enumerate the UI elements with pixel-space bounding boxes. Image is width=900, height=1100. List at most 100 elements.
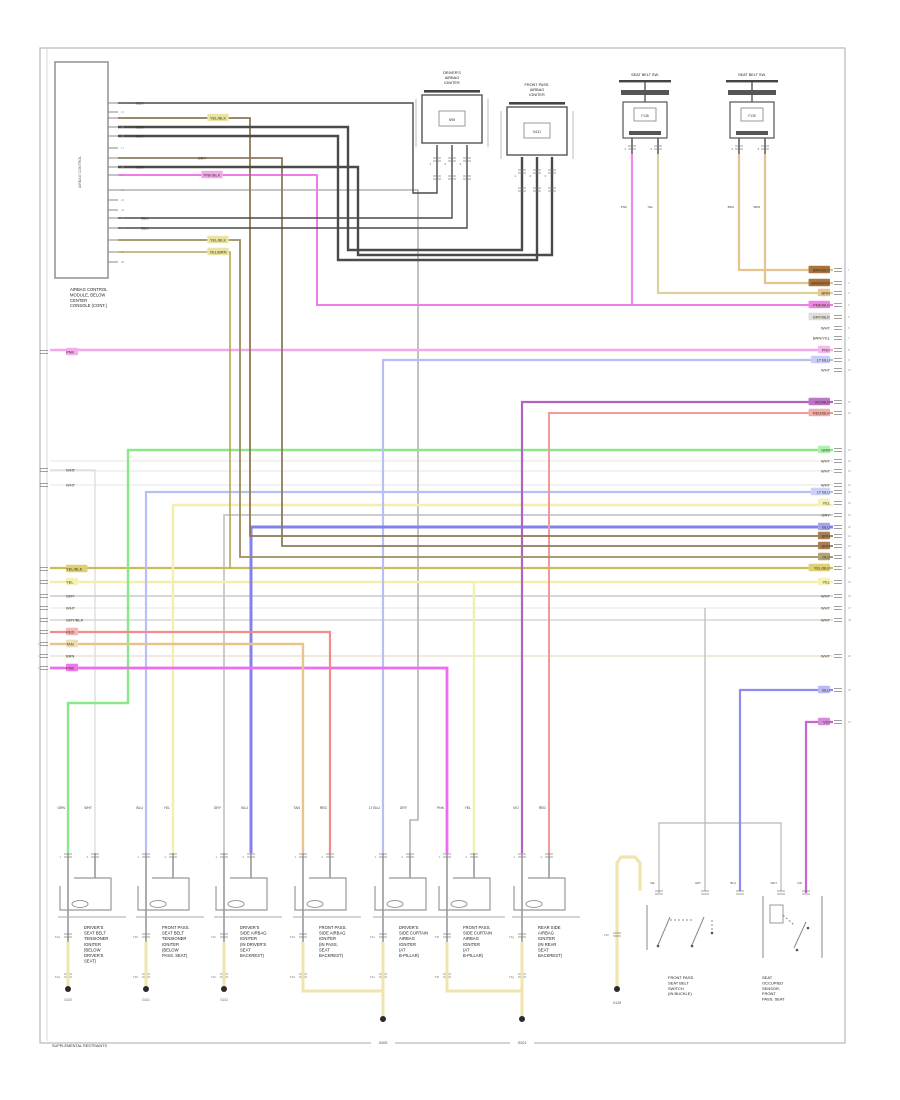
component-label-line: BACKREST) <box>319 953 344 958</box>
igniter-element <box>149 900 167 908</box>
wire <box>144 490 833 853</box>
pin-number: 14 <box>848 459 851 463</box>
module-rotated-label: AIRBAG CONTROL <box>78 156 82 188</box>
component-label-line: PASS. SEAT <box>762 997 785 1002</box>
connector-label: T2f <box>435 975 440 979</box>
ground-dot <box>519 1016 525 1022</box>
pin-number: 7 <box>40 606 42 610</box>
component-label-line: IGNITER <box>529 93 545 97</box>
wire-color-label-bg <box>66 639 79 648</box>
wire-color-label-bg <box>808 300 830 309</box>
component-label-line: IGNITER <box>319 936 336 941</box>
pin-number: 17 <box>848 490 851 494</box>
wire <box>118 145 453 219</box>
wire <box>381 358 833 853</box>
pin-number: 18 <box>848 501 851 505</box>
wire-color-label: GRY <box>66 593 75 598</box>
pin-number: 24 <box>848 566 851 570</box>
wire-color-label: PNK <box>437 806 445 810</box>
wire <box>615 855 642 988</box>
pin-number: 16 <box>848 483 851 487</box>
ground-dot <box>65 986 71 992</box>
wire <box>223 514 833 853</box>
wire <box>118 251 231 568</box>
wire-color-label-bg <box>66 663 79 672</box>
component-label-line: BACKREST) <box>240 953 265 958</box>
wire-color-label: RED <box>66 629 75 634</box>
wire-color-label: GRY <box>821 512 830 517</box>
wire-color-label: RED <box>320 806 328 810</box>
component-label-line: (BELOW <box>84 947 101 952</box>
wire-color-label: OLV <box>822 554 830 559</box>
switch-t-bar <box>728 90 776 95</box>
component-label-line: SEAT <box>762 975 773 980</box>
wire <box>249 525 833 853</box>
wire-color-label: YEL/BLK <box>210 115 227 120</box>
wire-color-label-bg <box>66 564 88 573</box>
component-label-line: SEAT <box>240 947 251 952</box>
connector-label: T2b <box>133 935 139 939</box>
module-description-line: CENTER <box>70 298 87 303</box>
component-label-line: SEAT BELT <box>162 931 184 936</box>
pin-number: 1 <box>137 855 139 859</box>
component-label-line: SIDE CURTAIN <box>399 931 428 936</box>
igniter-symbol <box>59 877 112 911</box>
igniter-element <box>450 900 468 908</box>
pin-number: 1 <box>374 855 376 859</box>
module-description-line: CONSOLE (CONT.) <box>70 303 108 308</box>
wire <box>548 412 833 853</box>
wire-color-label: BRN <box>822 533 831 538</box>
wire-color-label: WHT <box>821 617 831 622</box>
wire-color-label: TAN <box>293 806 300 810</box>
pin-number: 1 <box>513 855 515 859</box>
connector-label: T2d <box>290 935 296 939</box>
igniter-element <box>525 900 543 908</box>
wire <box>804 720 833 893</box>
wire-color-label: VIO <box>797 881 803 885</box>
module-pin-number: 27 <box>121 250 125 254</box>
contact-dot <box>690 944 694 948</box>
module-pin-number: 17 <box>121 146 125 150</box>
wire-color-label-bg <box>810 355 830 364</box>
wire-color-label: YEL/BRN <box>209 249 226 254</box>
switch-inner-box <box>633 107 657 122</box>
switch-linkage <box>691 916 705 946</box>
igniter-symbol <box>137 877 190 911</box>
component-label-line: (BELOW <box>162 947 179 952</box>
wire-color-label: RED <box>539 806 547 810</box>
wire-color-label-bg <box>808 312 830 321</box>
igniter-symbol <box>513 877 566 911</box>
module-pin-number: 24 <box>121 216 125 220</box>
ground-label: G128 <box>613 1001 621 1005</box>
component-label-line: PASS. SEAT) <box>162 953 188 958</box>
pin-number: 13 <box>848 448 851 452</box>
wire-color-label: WHT <box>821 653 831 658</box>
wire-color-label: WHT <box>84 806 92 810</box>
pin-number: 25 <box>848 580 851 584</box>
component-label-line: (IN PASS. <box>319 942 338 947</box>
pin-number: 22 <box>848 544 851 548</box>
contact-dot <box>795 948 799 952</box>
component-label-line: DRIVER'S <box>443 71 461 75</box>
switch-inner-box <box>740 107 764 122</box>
wire-color-label: YEL <box>647 205 653 209</box>
pin-number: 1 <box>429 162 431 166</box>
wire-color-label-bg <box>808 278 830 287</box>
wire-color-label-bg <box>66 577 79 586</box>
wire-color-label: BLU <box>822 687 830 692</box>
wire-color-label-bg <box>817 577 830 586</box>
pin-number: 5 <box>40 580 42 584</box>
connector-label: T2d <box>290 975 296 979</box>
wire-color-label: WHT <box>771 881 778 885</box>
wire <box>171 503 833 853</box>
wire-color-label: RED/BLK <box>813 410 830 415</box>
ground-label: G101 <box>142 998 150 1002</box>
wire-color-label: YEL <box>164 806 171 810</box>
wire-color-label: YEL/BLK <box>210 237 227 242</box>
